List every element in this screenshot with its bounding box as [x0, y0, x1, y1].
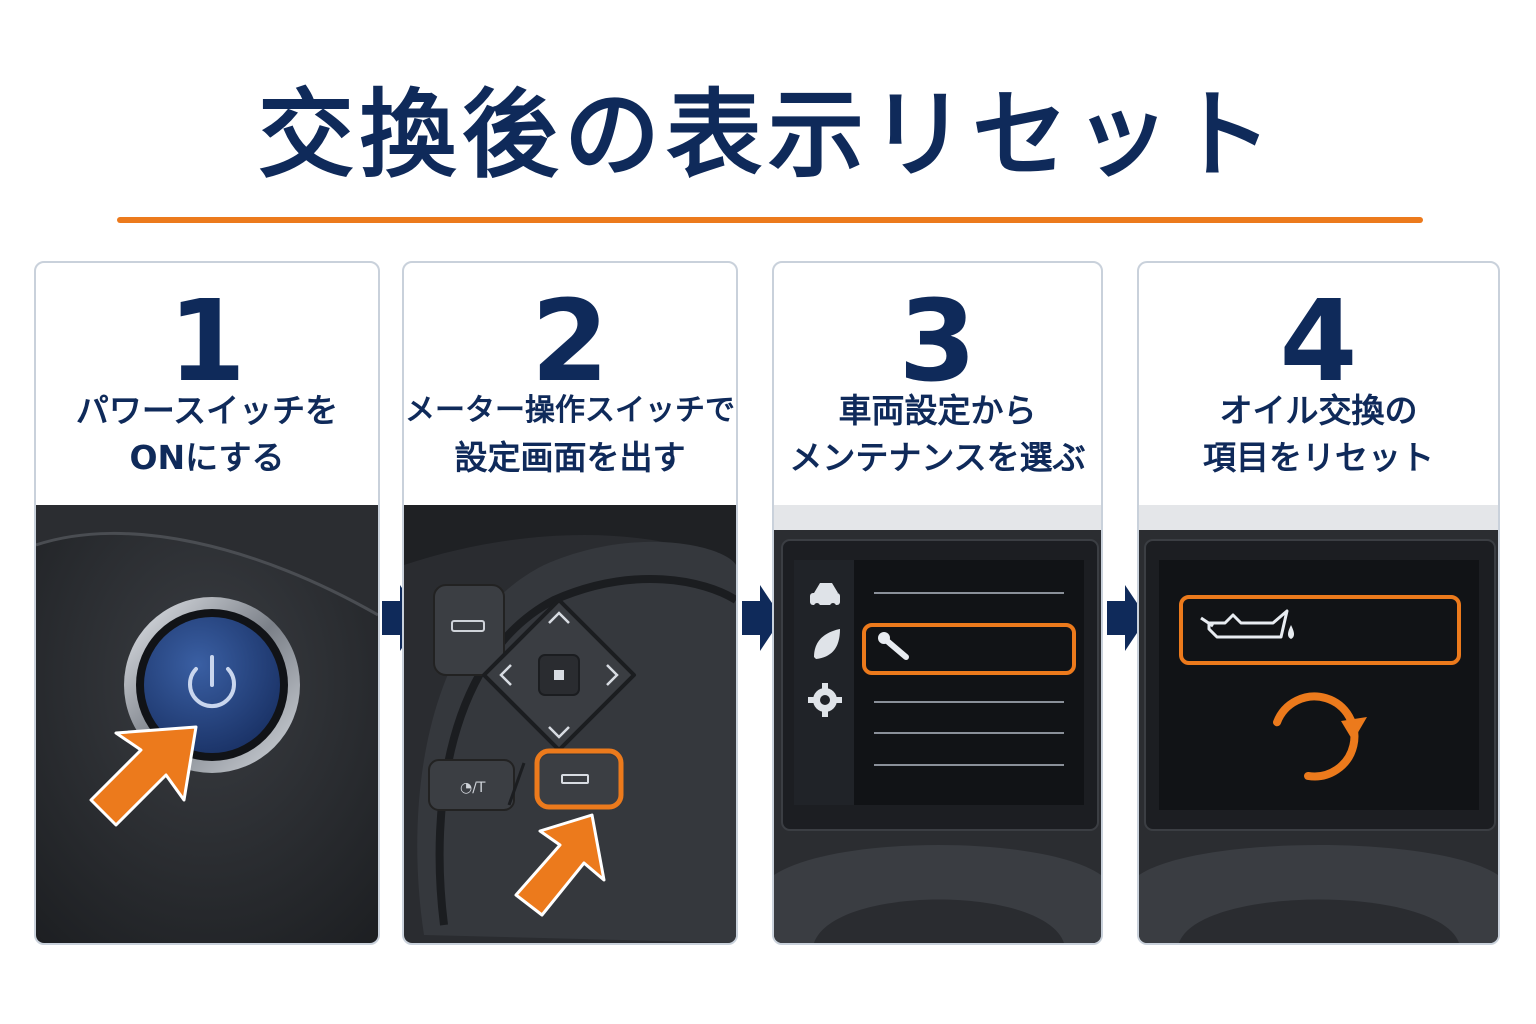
- page-title: 交換後の表示リセット: [258, 79, 1278, 191]
- wrench-icon: [878, 632, 909, 660]
- pointer-arrow-icon: [514, 813, 606, 917]
- step-2-panel: 2 メーター操作スイッチで 設定画面を出す ◔/T: [402, 261, 738, 945]
- step-2-illustration: ◔/T: [404, 505, 736, 943]
- step-3-caption-line1: 車両設定から: [838, 391, 1037, 430]
- step-4-caption-line2: 項目をリセット: [1203, 438, 1434, 477]
- pointer-arrow-icon: [89, 725, 198, 827]
- step-1-caption-line1: パワースイッチを: [75, 391, 339, 430]
- arrow-right-icon: [1107, 585, 1147, 651]
- step-1-caption-line2: ONにする: [129, 438, 285, 477]
- step-3-number: 3: [898, 277, 977, 407]
- arrow-right-icon: [742, 585, 782, 651]
- step-3-panel: 3 車両設定から メンテナンスを選ぶ: [772, 261, 1103, 945]
- step-1-panel: 1 パワースイッチを ONにする: [34, 261, 380, 945]
- step-4-number: 4: [1279, 277, 1358, 407]
- title-underline: [117, 217, 1423, 223]
- reset-icon[interactable]: [1273, 682, 1370, 784]
- leaf-icon: [814, 629, 840, 659]
- step-3-caption-line2: メンテナンスを選ぶ: [789, 438, 1086, 477]
- step-3-illustration: [774, 505, 1101, 943]
- step-4-illustration: [1139, 505, 1498, 943]
- gear-icon: [808, 683, 842, 717]
- oil-change-item: [1179, 595, 1461, 665]
- step-1-illustration: [36, 505, 378, 943]
- oil-can-icon: [1200, 609, 1294, 639]
- step-2-caption-line2: 設定画面を出す: [454, 438, 686, 477]
- power-icon: [188, 655, 236, 709]
- maintenance-menu-item: [862, 623, 1076, 675]
- car-icon: [810, 583, 840, 609]
- step-2-number: 2: [531, 277, 609, 407]
- step-4-panel: 4 オイル交換の 項目をリセット: [1137, 261, 1500, 945]
- step-4-caption-line1: オイル交換の: [1219, 391, 1418, 430]
- step-1-number: 1: [168, 277, 246, 407]
- step-2-caption-line1: メーター操作スイッチで: [405, 393, 735, 428]
- svg-text:◔/T: ◔/T: [460, 780, 486, 796]
